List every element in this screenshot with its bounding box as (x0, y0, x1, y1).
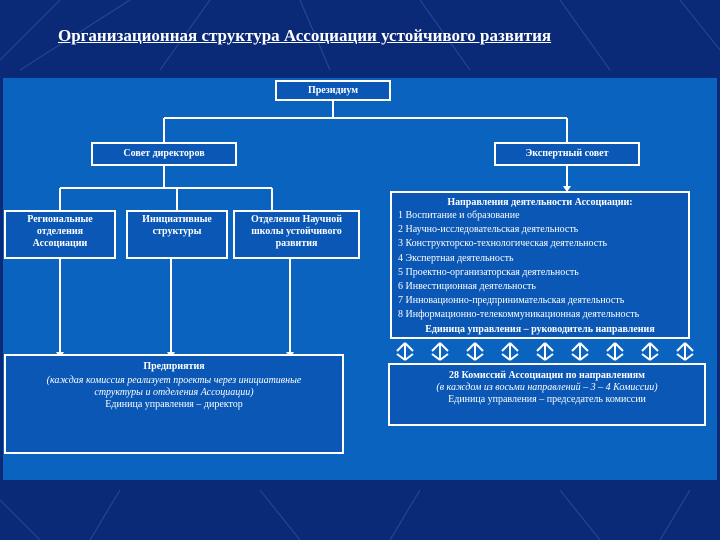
direction-item: 4 Экспертная деятельность (398, 252, 514, 264)
double-arrow-icon (536, 342, 554, 361)
direction-item: 1 Воспитание и образование (398, 210, 520, 221)
science-school-box: Отделения Научной школы устойчивого разв… (233, 210, 360, 259)
double-arrow-icon (501, 342, 519, 361)
direction-item: 8 Информационно-телекоммуникационная дея… (398, 309, 640, 321)
double-arrow-icon (571, 342, 589, 361)
direction-item: 2 Научно-исследовательская деятельность (398, 224, 579, 236)
directions-title: Направления деятельности Ассоциации: (447, 197, 633, 208)
direction-item: 5 Проектно-организаторская деятельность (398, 266, 579, 278)
slide-title: Организационная структура Ассоциации уст… (58, 26, 552, 45)
regional-branches-box: Региональные отделения Ассоциации (4, 210, 116, 259)
double-arrow-icon (606, 342, 624, 361)
activity-directions-box: Направления деятельности Ассоциации: 1 В… (390, 191, 690, 339)
double-arrow-icon (641, 342, 659, 361)
direction-item: 6 Инвестиционная деятельность (398, 281, 536, 293)
enterprises-note: (каждая комиссия реализует проекты через… (46, 375, 302, 398)
enterprises-unit: Единица управления – директор (105, 399, 243, 410)
enterprises-box: Предприятия (каждая комиссия реализует п… (4, 354, 344, 454)
double-arrow-icon (431, 342, 449, 361)
presidium-box: Президиум (275, 80, 391, 101)
commissions-title: 28 Комиссий Ассоциации по направлениям (449, 370, 645, 381)
commissions-unit: Единица управления – председатель комисс… (448, 394, 646, 405)
direction-item: 7 Инновационно-предпринимательская деяте… (398, 295, 625, 307)
double-arrow-icon (466, 342, 484, 361)
directions-footer: Единица управления – руководитель направ… (425, 323, 655, 335)
council-of-directors-box: Совет директоров (91, 142, 237, 166)
initiative-structures-box: Инициативные структуры (126, 210, 228, 259)
expert-council-box: Экспертный совет (494, 142, 640, 166)
direction-item: 3 Конструкторско-технологическая деятель… (398, 238, 608, 250)
enterprises-title: Предприятия (143, 361, 205, 372)
commissions-box: 28 Комиссий Ассоциации по направлениям (… (388, 363, 706, 426)
double-arrow-icon (676, 342, 694, 361)
double-arrow-icon (396, 342, 414, 361)
commissions-note: (в каждом из восьми направлений – 3 – 4 … (436, 382, 658, 393)
